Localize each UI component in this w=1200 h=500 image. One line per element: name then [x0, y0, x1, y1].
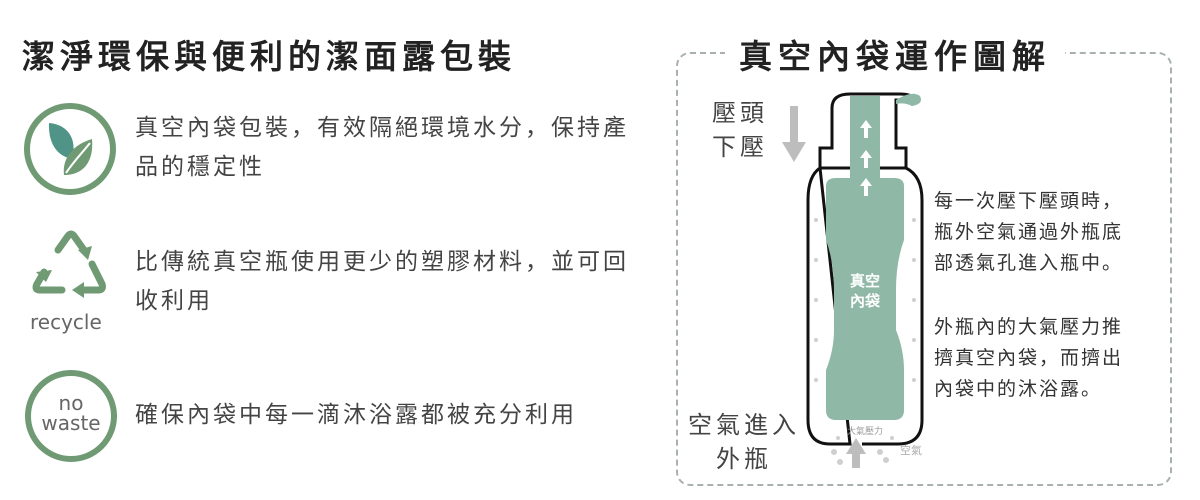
outer-bottle: [806, 165, 924, 446]
press-label: 壓頭 下壓: [712, 96, 768, 164]
flow-arrows: [860, 120, 872, 196]
pressure-dots: [814, 218, 916, 465]
desc-2-line: 外瓶內的大氣壓力推: [934, 316, 1124, 338]
air-in-label-line2: 外瓶: [716, 445, 772, 473]
bag-label-2: 內袋: [850, 292, 881, 310]
desc-2-line: 擠真空內袋，而擠出: [934, 347, 1124, 369]
waste-label: waste: [41, 411, 101, 435]
air-in-label: 空氣進入 外瓶: [688, 408, 800, 476]
leaf-icon: [24, 103, 116, 195]
inner-bag: [826, 178, 904, 420]
air-in-label-line1: 空氣進入: [688, 411, 800, 439]
bag-label-1: 真空: [850, 272, 880, 290]
description-1: 每一次壓下壓頭時， 瓶外空氣通過外瓶底 部透氣孔進入瓶中。: [934, 186, 1123, 279]
feature-text-3: 確保內袋中每一滴沐浴露都被充分利用: [135, 402, 577, 428]
recycle-icon: [32, 230, 106, 298]
desc-2-line: 內袋中的沐浴露。: [934, 378, 1103, 400]
no-waste-icon: no waste: [25, 370, 117, 462]
pressure-label: 大氣壓力: [847, 425, 883, 437]
recycle-label: recycle: [30, 310, 102, 334]
press-label-line2: 下壓: [712, 133, 768, 161]
spout: [896, 93, 921, 106]
desc-1-line: 部透氣孔進入瓶中。: [934, 252, 1124, 274]
left-title: 潔淨環保與便利的潔面露包裝: [22, 37, 516, 76]
air-label: 空氣: [900, 443, 922, 457]
right-title: 真空內袋運作圖解: [725, 30, 1065, 78]
press-arrow-icon: [782, 106, 806, 162]
feature-text-1: 真空內袋包裝，有效隔絕環境水分，保持產品的穩定性: [135, 115, 629, 180]
no-label: no: [58, 391, 84, 415]
dip-tube: [850, 96, 880, 186]
desc-1-line: 瓶外空氣通過外瓶底: [934, 221, 1124, 243]
press-label-line1: 壓頭: [712, 99, 768, 127]
description-2: 外瓶內的大氣壓力推 擠真空內袋，而擠出 內袋中的沐浴露。: [934, 312, 1123, 405]
desc-1-line: 每一次壓下壓頭時，: [934, 190, 1124, 212]
air-in-arrow-icon: [846, 438, 866, 468]
feature-text-2: 比傳統真空瓶使用更少的塑膠材料，並可回收利用: [135, 249, 629, 314]
